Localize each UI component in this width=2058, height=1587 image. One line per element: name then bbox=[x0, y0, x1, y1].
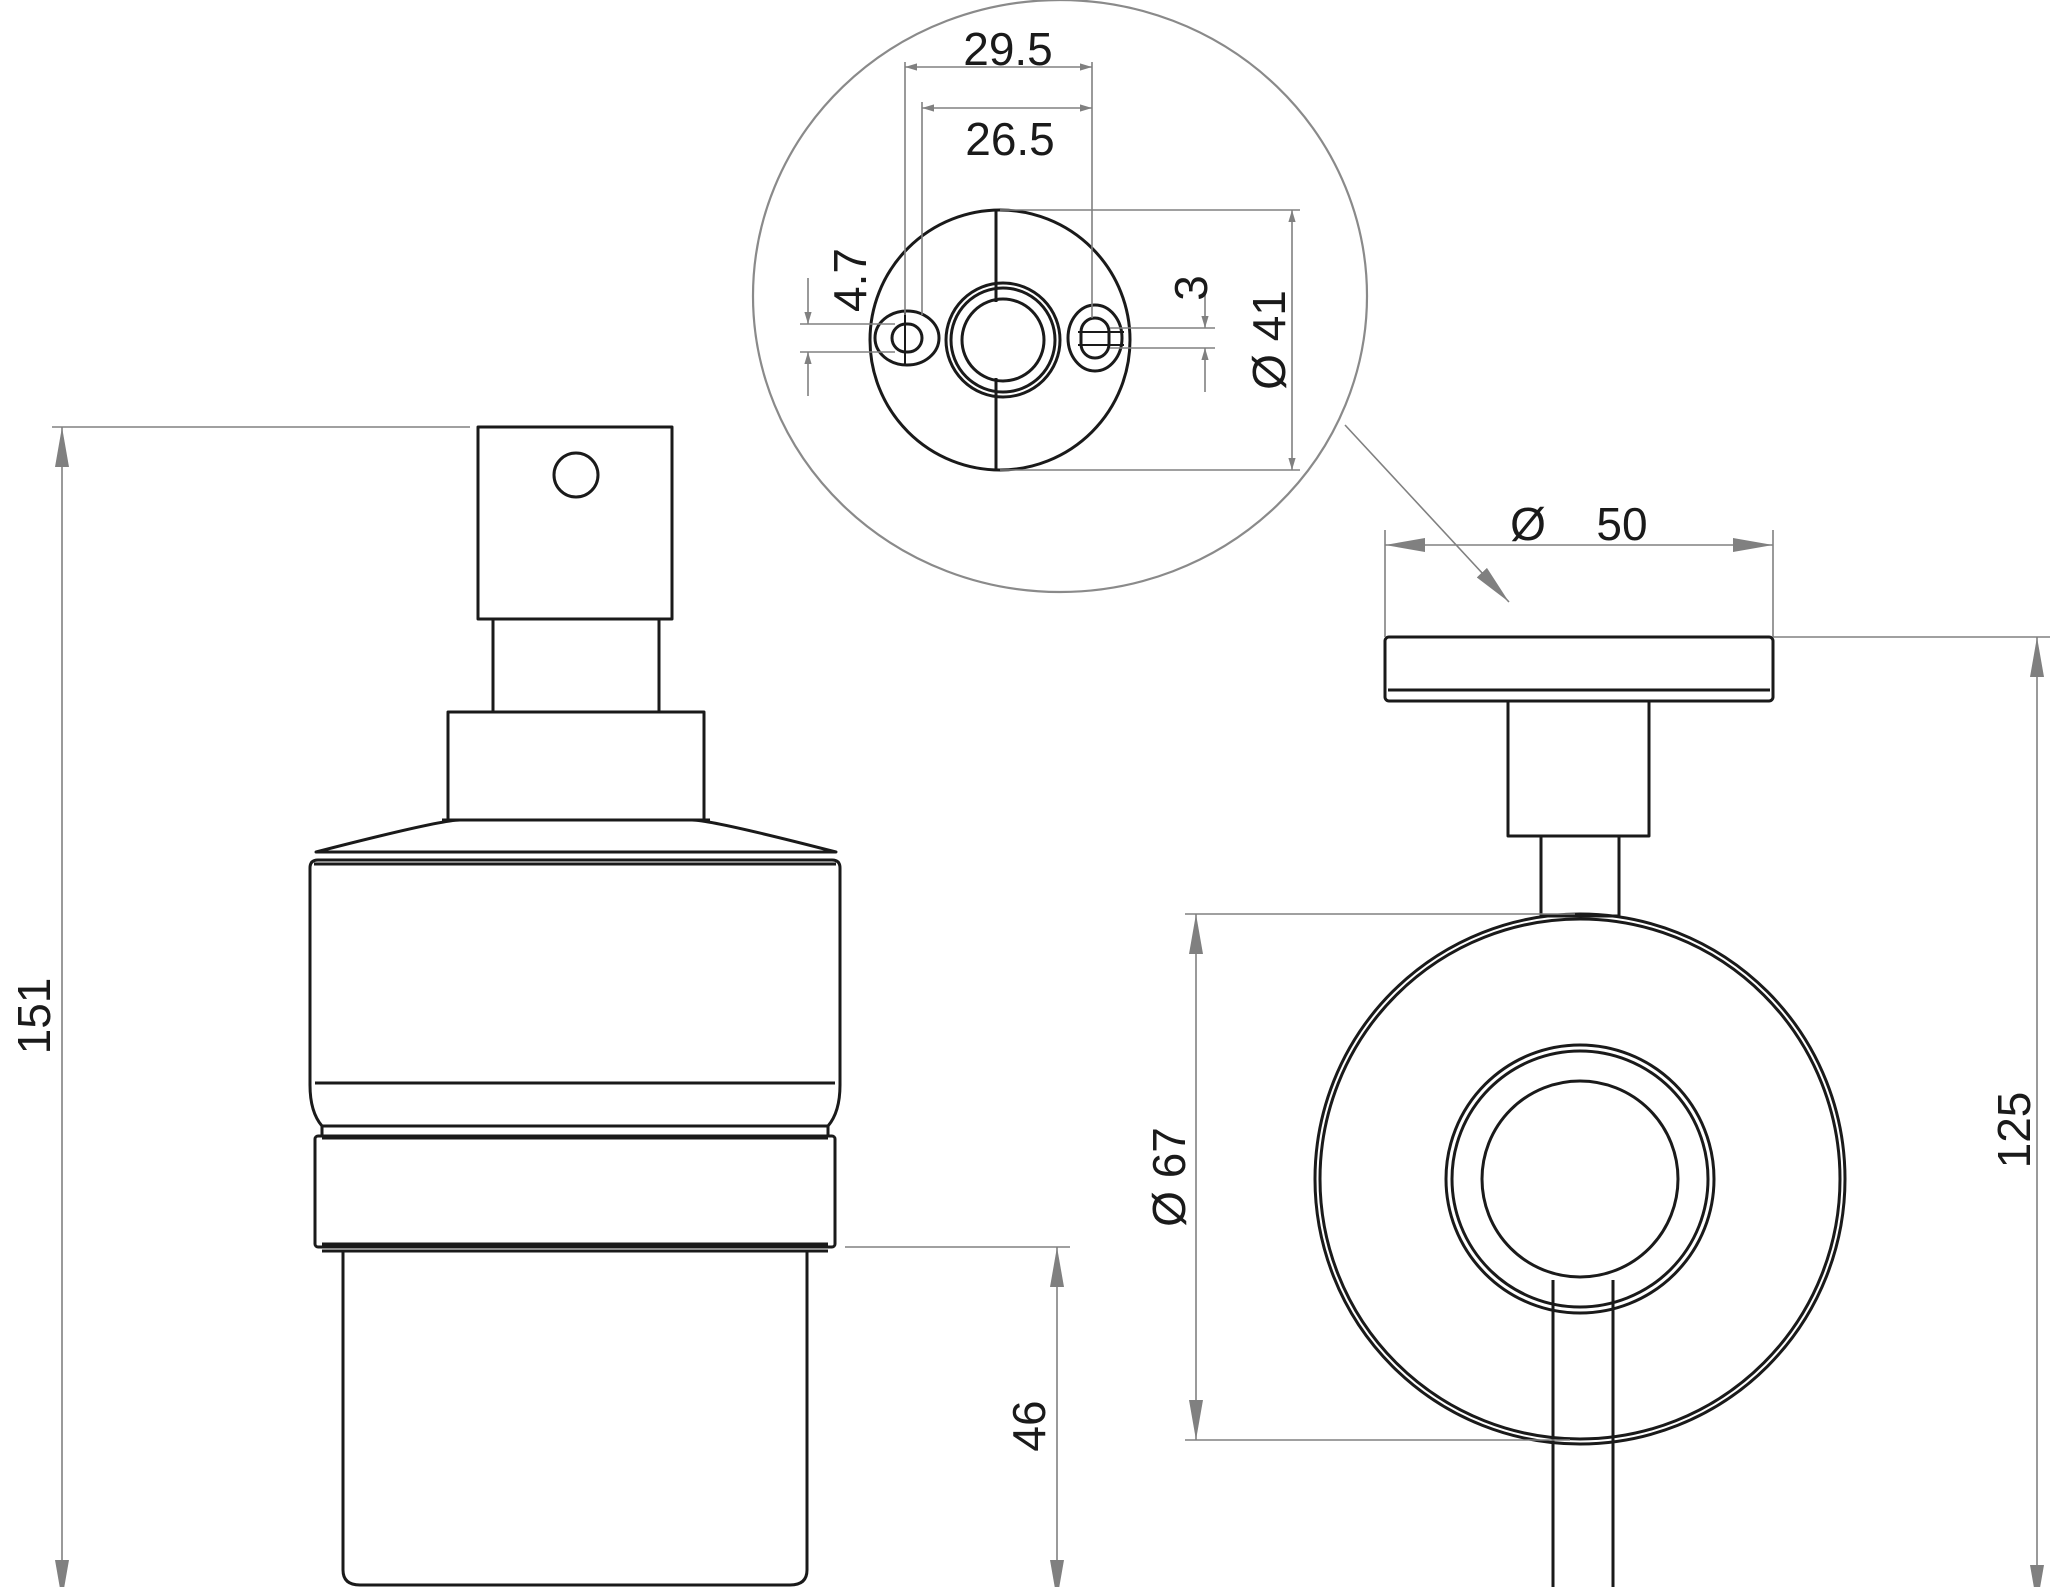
dimension-label-diameter-symbol: Ø bbox=[1510, 498, 1546, 550]
dimension-label-29-5: 29.5 bbox=[963, 23, 1053, 75]
front-view bbox=[308, 425, 842, 1587]
rosette-outer bbox=[1313, 912, 1847, 1446]
dimension-total-height: 151 bbox=[8, 426, 470, 1587]
glass-container bbox=[341, 1251, 809, 1587]
dimension-label-diameter-41: Ø 41 bbox=[1243, 290, 1295, 390]
inner-ring-core bbox=[1480, 1079, 1680, 1279]
dimension-label-151: 151 bbox=[8, 978, 60, 1055]
dimension-wall-projection: 125 bbox=[1773, 636, 2050, 1587]
band-ring bbox=[313, 1134, 837, 1249]
mounting-plate-back bbox=[868, 208, 1132, 472]
upper-body bbox=[308, 858, 842, 1128]
dimension-label-26-5: 26.5 bbox=[965, 113, 1055, 165]
pump-collar bbox=[446, 710, 706, 822]
pump-nozzle-hole bbox=[552, 451, 600, 499]
inner-ring-outer bbox=[1444, 1043, 1716, 1315]
dimension-label-3: 3 bbox=[1165, 275, 1217, 301]
center-boss-outer bbox=[944, 281, 1062, 399]
detail-callout: 29.5 26.5 4.7 3 Ø 41 bbox=[751, 0, 1510, 603]
detail-leader-line bbox=[1344, 424, 1510, 603]
dimension-label-125: 125 bbox=[1988, 1092, 2040, 1169]
dimension-plate-diameter: Ø 50 bbox=[1384, 498, 1774, 637]
mounting-slot-right bbox=[1066, 303, 1124, 373]
pump-stem bbox=[491, 617, 661, 714]
mounting-slot-left bbox=[873, 309, 941, 367]
dimension-label-4-7: 4.7 bbox=[824, 248, 876, 312]
dimension-label-46: 46 bbox=[1003, 1400, 1055, 1451]
dimension-container-height: 46 bbox=[845, 1246, 1070, 1587]
side-view bbox=[1313, 635, 1847, 1587]
arm-stem bbox=[1539, 834, 1621, 918]
dimension-rosette-diameter: Ø 67 bbox=[1143, 913, 1575, 1441]
holder-rod bbox=[1551, 1280, 1615, 1587]
detail-callout-circle bbox=[751, 0, 1369, 594]
center-boss-inner bbox=[960, 297, 1046, 383]
arm-block bbox=[1506, 699, 1651, 838]
pump-head bbox=[476, 425, 674, 621]
lid-dome bbox=[314, 818, 838, 854]
dimension-label-50: 50 bbox=[1596, 498, 1647, 550]
dimension-label-diameter-67: Ø 67 bbox=[1143, 1127, 1195, 1227]
